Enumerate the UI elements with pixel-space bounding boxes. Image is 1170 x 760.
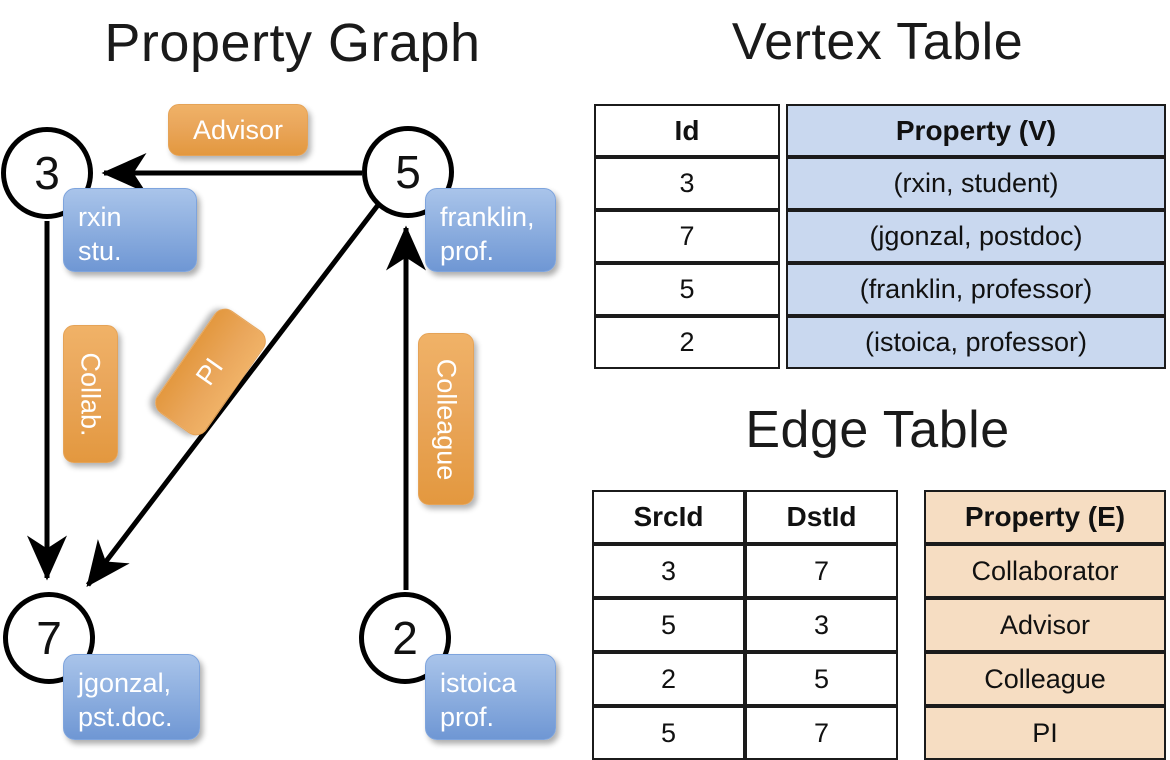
table-header-row: SrcId DstId (592, 490, 898, 544)
column-header-property-e: Property (E) (924, 490, 1166, 544)
table-row: (jgonzal, postdoc) (786, 210, 1166, 263)
cell-dstid: 7 (745, 706, 898, 760)
table-row: Collaborator (924, 544, 1166, 598)
table-row: PI (924, 706, 1166, 760)
node-property-box-5: franklin, prof. (425, 188, 556, 272)
cell-dstid: 5 (745, 652, 898, 706)
edge-table-src-dst-columns: SrcId DstId 3 7 5 3 2 5 5 7 (592, 490, 898, 760)
cell-dstid: 3 (745, 598, 898, 652)
graph-edges-svg (27, 153, 426, 590)
edge-arrow-5-to-7 (86, 203, 380, 587)
column-header-id: Id (594, 104, 780, 157)
table-header-row: Id (594, 104, 780, 157)
table-row: Colleague (924, 652, 1166, 706)
edge-label-text: Collab. (76, 351, 107, 437)
table-header-row: Property (V) (786, 104, 1166, 157)
table-row: Advisor (924, 598, 1166, 652)
table-row: (franklin, professor) (786, 263, 1166, 316)
table-row: (rxin, student) (786, 157, 1166, 210)
cell-property: (istoica, professor) (786, 316, 1166, 369)
edge-label-text: Colleague (431, 358, 462, 480)
node-property-box-2: istoica prof. (425, 654, 556, 740)
edge-label-advisor: Advisor (168, 104, 308, 156)
page-title-edge-table: Edge Table (745, 401, 1010, 459)
cell-id: 3 (594, 157, 780, 210)
cell-property: Advisor (924, 598, 1166, 652)
node-property-box-7: jgonzal, pst.doc. (63, 654, 200, 740)
property-graph-panel: 3 5 7 2 rxin stu. franklin, prof. jgonza… (1, 104, 556, 740)
cell-property: Colleague (924, 652, 1166, 706)
cell-property: Collaborator (924, 544, 1166, 598)
cell-srcid: 2 (592, 652, 745, 706)
cell-srcid: 3 (592, 544, 745, 598)
table-row: (istoica, professor) (786, 316, 1166, 369)
edge-label-text: PI (190, 352, 230, 391)
column-header-srcid: SrcId (592, 490, 745, 544)
edge-label-collab: Collab. (63, 325, 118, 463)
node-label: 2 (392, 612, 418, 664)
cell-property: PI (924, 706, 1166, 760)
cell-dstid: 7 (745, 544, 898, 598)
table-row: 5 7 (592, 706, 898, 760)
graph-node-5[interactable]: 5 (362, 126, 454, 218)
cell-id: 2 (594, 316, 780, 369)
edge-label-text: Advisor (192, 114, 284, 145)
cell-srcid: 5 (592, 706, 745, 760)
table-row: 5 3 (592, 598, 898, 652)
edge-label-colleague: Colleague (418, 333, 474, 505)
cell-property: (rxin, student) (786, 157, 1166, 210)
column-header-dstid: DstId (745, 490, 898, 544)
table-row: 7 (594, 210, 780, 263)
table-row: 2 (594, 316, 780, 369)
node-property-box-3: rxin stu. (63, 188, 197, 272)
table-header-row: Property (E) (924, 490, 1166, 544)
table-row: 2 5 (592, 652, 898, 706)
edge-table-property-column: Property (E) Collaborator Advisor Collea… (924, 490, 1166, 760)
cell-id: 5 (594, 263, 780, 316)
node-label: 7 (36, 612, 62, 664)
vertex-table-id-column: Id 3 7 5 2 (594, 104, 780, 369)
page-title-property-graph: Property Graph (104, 13, 481, 73)
table-row: 3 7 (592, 544, 898, 598)
node-label: 3 (34, 147, 60, 199)
cell-srcid: 5 (592, 598, 745, 652)
column-header-property-v: Property (V) (786, 104, 1166, 157)
table-row: 3 (594, 157, 780, 210)
cell-property: (jgonzal, postdoc) (786, 210, 1166, 263)
cell-id: 7 (594, 210, 780, 263)
graph-node-2[interactable]: 2 (359, 592, 451, 684)
vertex-table-property-column: Property (V) (rxin, student) (jgonzal, p… (786, 104, 1166, 369)
cell-property: (franklin, professor) (786, 263, 1166, 316)
table-row: 5 (594, 263, 780, 316)
page-title-vertex-table: Vertex Table (731, 13, 1024, 71)
node-label: 5 (395, 146, 421, 198)
